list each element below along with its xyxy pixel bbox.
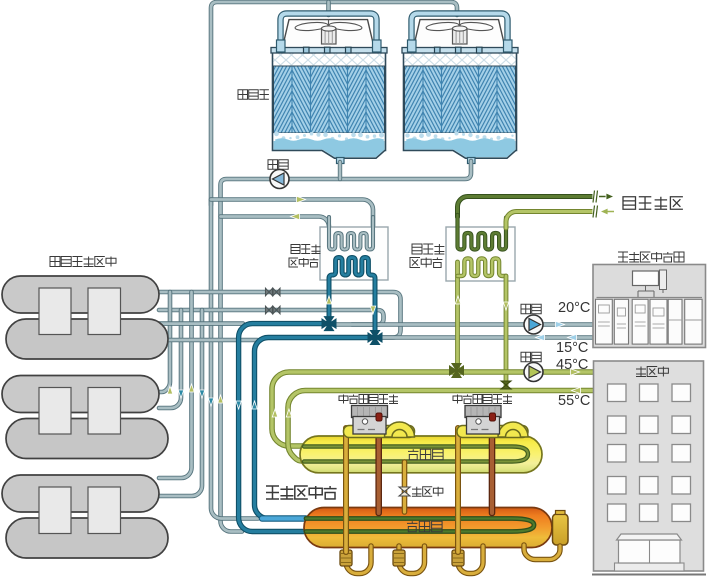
svg-text:20°C: 20°C	[558, 300, 590, 316]
svg-text:15°C: 15°C	[556, 340, 588, 356]
svg-text:55°C: 55°C	[558, 393, 590, 409]
svg-text:45°C: 45°C	[556, 357, 588, 373]
